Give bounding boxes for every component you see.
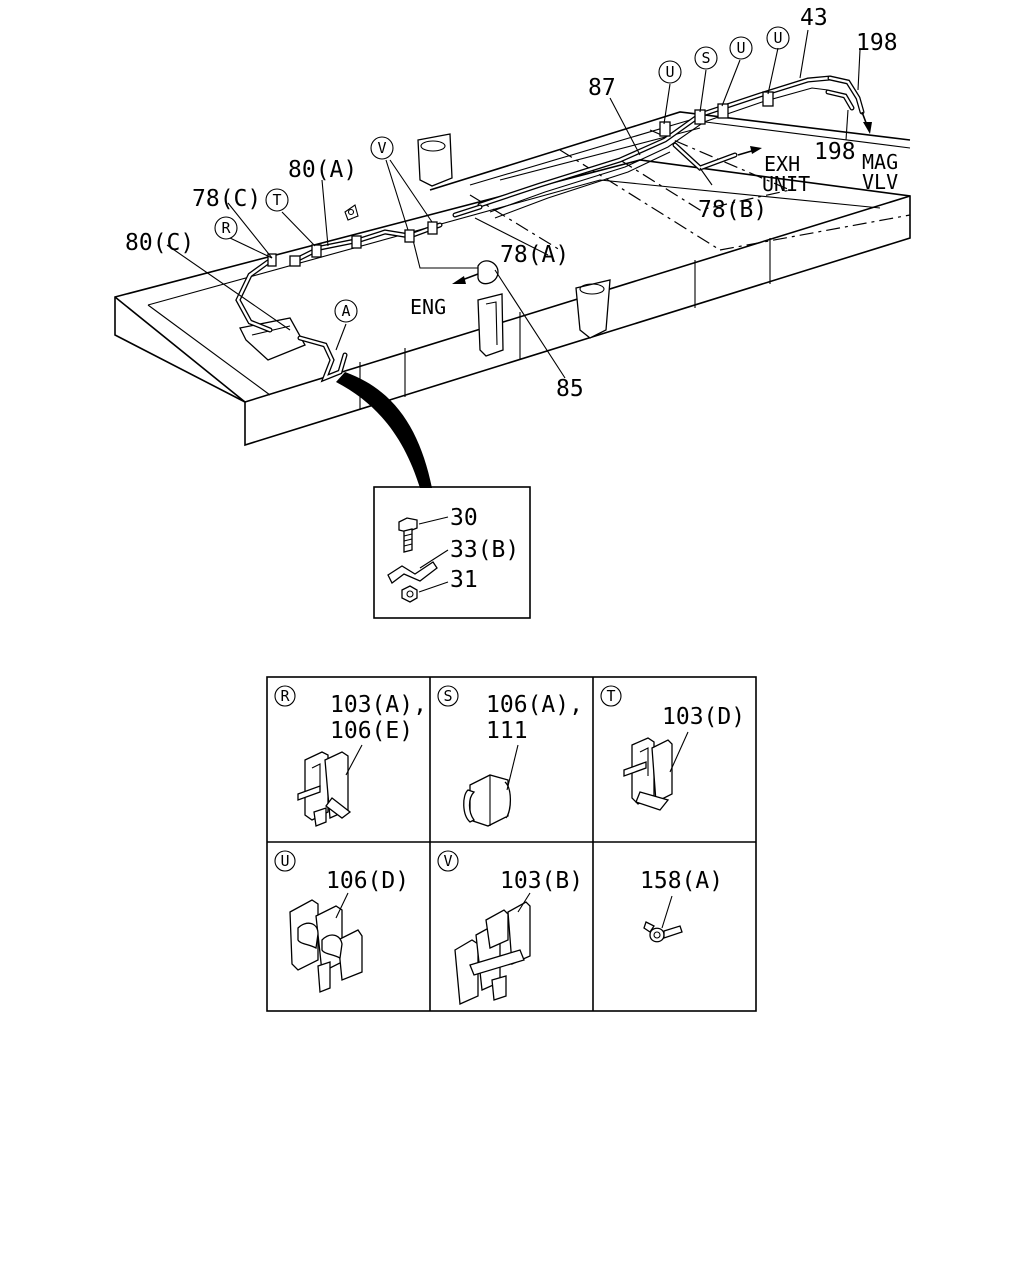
cell-marker-r: R — [280, 687, 290, 705]
clip-103d-illustration — [623, 731, 689, 811]
bolt-30 — [398, 516, 449, 553]
svg-text:A: A — [341, 302, 350, 320]
svg-text:T: T — [272, 191, 281, 209]
svg-text:V: V — [377, 139, 386, 157]
marker-s: S — [694, 46, 718, 70]
label-unit: UNIT — [762, 172, 810, 196]
marker-u1: U — [658, 60, 682, 84]
label-78a: 78(A) — [500, 242, 569, 268]
label-mag: MAG — [862, 150, 898, 174]
cell-s-line1: 106(A), — [486, 692, 583, 718]
marker-a: A — [334, 299, 358, 323]
detail-label-33b: 33(B) — [450, 537, 519, 563]
cell-r-line2: 106(E) — [330, 718, 413, 744]
cell-v-line1: 103(B) — [500, 868, 583, 894]
clip-markers: U S U U V T R A — [214, 26, 790, 323]
clip-table: R 103(A), 106(E) S 106(A), 111 — [266, 676, 757, 1012]
clip-cell-158a: 158(A) — [640, 868, 723, 943]
label-80a: 80(A) — [288, 157, 357, 183]
cell-marker-s: S — [443, 687, 452, 705]
svg-text:R: R — [221, 219, 231, 237]
cell-158a-line1: 158(A) — [640, 868, 723, 894]
clip-158a-illustration — [643, 895, 683, 943]
cell-s-line2: 111 — [486, 718, 528, 744]
clip-cell-r: R 103(A), 106(E) — [274, 685, 427, 827]
pipe-clips — [267, 91, 774, 267]
label-87: 87 — [588, 75, 616, 101]
svg-text:U: U — [665, 63, 674, 81]
label-eng: ENG — [410, 295, 446, 319]
clip-33b — [387, 549, 449, 584]
label-198-bottom: 198 — [814, 139, 856, 165]
main-labels: 43 198 198 MAG VLV 87 EXH UNIT 78(B) 78(… — [125, 5, 898, 402]
cell-u-line1: 106(D) — [326, 868, 409, 894]
nut-31 — [401, 581, 449, 603]
label-198-top: 198 — [856, 30, 898, 56]
cell-marker-u: U — [280, 852, 289, 870]
marker-t: T — [265, 188, 289, 212]
label-80c: 80(C) — [125, 230, 194, 256]
clip-103b-illustration — [454, 892, 531, 1005]
right-frame-rail — [429, 111, 911, 191]
clip-106d-illustration — [289, 892, 363, 993]
cell-r-line1: 103(A), — [330, 692, 427, 718]
frame-bracket-front — [575, 279, 611, 339]
clip-cell-t: T 103(D) — [600, 685, 745, 811]
label-78b: 78(B) — [698, 197, 767, 223]
label-vlv: VLV — [862, 170, 898, 194]
detail-callout-wedge — [336, 372, 432, 488]
left-frame-rail — [114, 159, 911, 447]
clip-103a-illustration — [297, 744, 363, 827]
label-43: 43 — [800, 5, 828, 31]
frame-bracket-rear — [417, 133, 453, 187]
detail-label-30: 30 — [450, 505, 478, 531]
svg-text:U: U — [773, 29, 782, 47]
label-85: 85 — [556, 376, 584, 402]
marker-r: R — [214, 216, 238, 240]
clip-106a-illustration — [463, 744, 519, 827]
detail-label-31: 31 — [450, 567, 478, 593]
label-exh: EXH — [764, 152, 800, 176]
cell-marker-t: T — [606, 687, 615, 705]
clip-cell-s: S 106(A), 111 — [437, 685, 583, 827]
marker-u3: U — [766, 26, 790, 50]
svg-text:S: S — [701, 49, 710, 67]
cell-marker-v: V — [443, 852, 452, 870]
svg-text:U: U — [736, 39, 745, 57]
detail-a-box: 30 33(B) 31 — [373, 486, 531, 619]
clip-cell-u: U 106(D) — [274, 850, 409, 993]
cell-t-line1: 103(D) — [662, 704, 745, 730]
leader-lines — [166, 29, 861, 379]
marker-v: V — [370, 136, 394, 160]
chassis-frame — [114, 111, 911, 447]
label-78c: 78(C) — [192, 186, 261, 212]
clip-cell-v: V 103(B) — [437, 850, 583, 1005]
marker-u2: U — [729, 36, 753, 60]
